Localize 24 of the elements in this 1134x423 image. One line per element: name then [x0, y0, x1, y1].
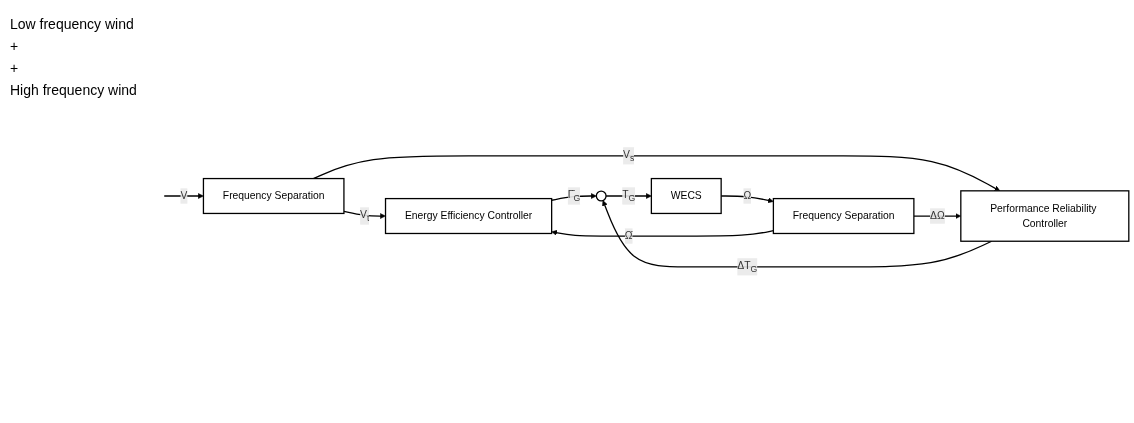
node-box: Performance Reliability Controller: [960, 190, 1130, 242]
arrow: [605, 193, 652, 199]
edge-label: ΔT$_{G}$: [737, 260, 758, 274]
edge-label: Γ̄$_{G}$: [567, 189, 581, 203]
note-text: Low frequency wind: [10, 16, 135, 32]
edge-label: V: [180, 190, 188, 202]
node-circle: [595, 190, 607, 202]
node-box: Frequency Separation: [202, 177, 345, 215]
note-text: +: [10, 38, 20, 54]
note-text: +: [10, 60, 20, 76]
edge-label: V$_{t}$: [360, 209, 370, 223]
arrow: [312, 155, 1000, 192]
edge-label: ΔΩ: [930, 210, 945, 222]
node-box: Energy Efficiency Controller: [384, 198, 553, 235]
node-box: WECS: [650, 177, 722, 215]
arrow: [343, 210, 386, 219]
edge-label: T$_{G}$: [622, 189, 636, 203]
arrow: [551, 193, 597, 201]
edge-label: Ω: [743, 190, 752, 202]
note-text: High frequency wind: [10, 82, 138, 98]
arrow: [163, 193, 204, 199]
edge-label: Ω̄: [624, 230, 633, 242]
node-box: Frequency Separation: [772, 198, 915, 235]
edge-label: V$_{s}$: [623, 149, 635, 163]
